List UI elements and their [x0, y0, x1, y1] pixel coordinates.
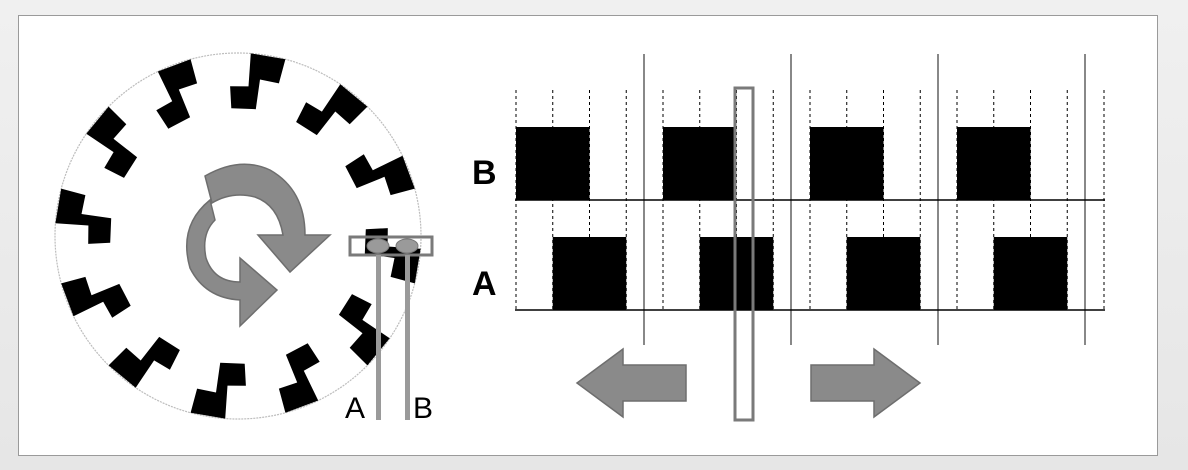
disk-tooth [55, 188, 112, 244]
disk-tooth [296, 84, 368, 136]
channel-a-pulse [993, 237, 1068, 310]
sensor-a-dot [366, 238, 390, 254]
disk-tooth [345, 154, 415, 196]
direction-right-arrow-icon [810, 347, 922, 419]
disk-teeth [55, 53, 421, 419]
channel-a-pulse [552, 237, 627, 310]
channel-b-label: B [472, 154, 497, 192]
channel-b-pulse [516, 127, 590, 200]
disk-tooth [190, 362, 246, 419]
disk-tooth [278, 343, 320, 413]
sensor-b-dot [395, 238, 419, 254]
disk-tooth [108, 336, 180, 388]
channel-b-pulse [810, 127, 884, 200]
channel-a-pulse [846, 237, 921, 310]
encoder-disk: A B [54, 52, 434, 425]
disk-tooth [61, 276, 131, 318]
channel-b-pulse [957, 127, 1031, 200]
channel-a-label: A [472, 265, 497, 303]
quadrature-waveforms: B A [472, 54, 1105, 422]
sensor-window [348, 235, 434, 257]
direction-left-arrow-icon [575, 347, 687, 419]
sample-window [733, 86, 755, 422]
channel-b-pulses [516, 127, 1031, 200]
disk-tooth [86, 106, 138, 178]
channel-b-pulse [663, 127, 737, 200]
disk-tooth [230, 53, 286, 110]
disk-tooth [156, 59, 198, 129]
sensor-b-label: B [413, 392, 433, 425]
sensor-b-lead [405, 255, 410, 420]
rotation-arrow-counterclockwise-icon [186, 198, 279, 328]
rotation-arrow-clockwise-icon [204, 163, 332, 274]
sensor-a-label: A [345, 392, 365, 425]
sensor-a-lead [376, 255, 381, 420]
